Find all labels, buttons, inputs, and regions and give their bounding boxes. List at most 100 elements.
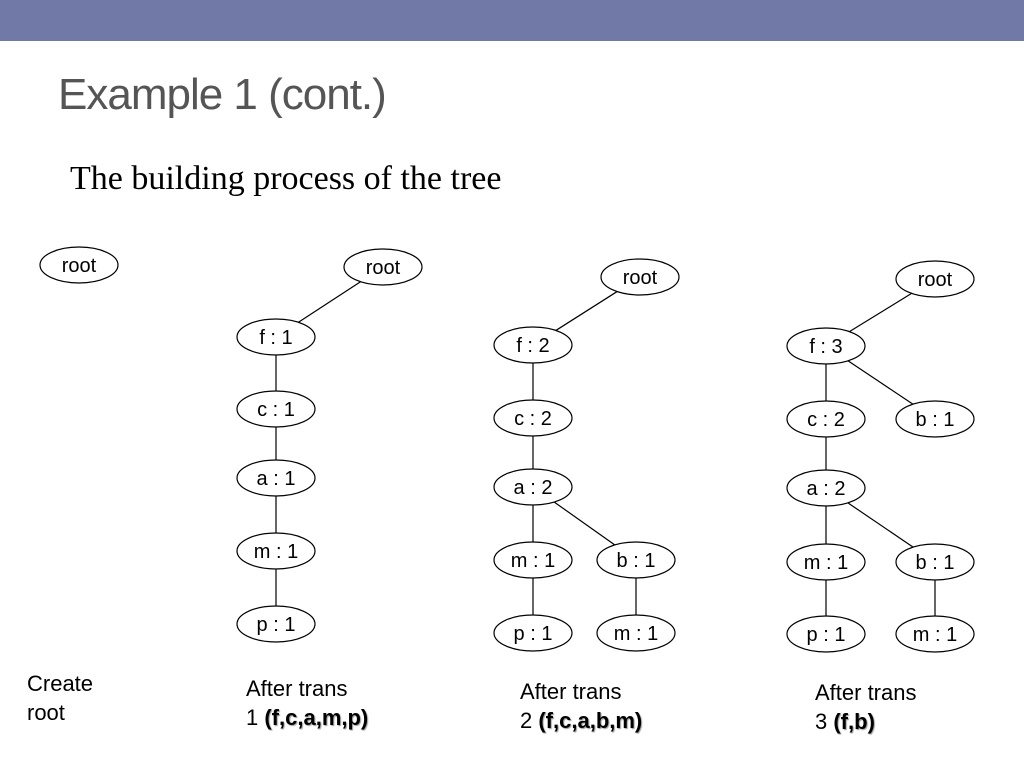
caption-line-2: 1 (f,c,a,m,p) bbox=[246, 703, 368, 732]
caption-line-1: After trans bbox=[815, 680, 917, 705]
node-label: a : 1 bbox=[257, 468, 296, 490]
tree-node-m2: m : 1 bbox=[895, 615, 975, 653]
node-label: m : 1 bbox=[614, 623, 658, 645]
slide-subtitle: The building process of the tree bbox=[70, 160, 502, 197]
tree-node-c: c : 2 bbox=[493, 399, 573, 437]
edge-f-b1 bbox=[847, 360, 914, 405]
caption-sequence: (f,c,a,m,p) bbox=[264, 705, 369, 730]
node-ellipse bbox=[39, 246, 119, 284]
tree-node-m: m : 1 bbox=[493, 541, 573, 579]
node-ellipse bbox=[600, 258, 680, 296]
node-ellipse bbox=[895, 400, 975, 438]
node-ellipse bbox=[236, 318, 316, 356]
node-label: root bbox=[366, 257, 401, 279]
edge-root-f bbox=[555, 291, 618, 331]
tree-node-f: f : 3 bbox=[786, 327, 866, 365]
node-ellipse bbox=[786, 400, 866, 438]
tree-node-b2: b : 1 bbox=[895, 543, 975, 581]
node-label: root bbox=[623, 267, 658, 289]
node-label: f : 1 bbox=[259, 327, 292, 349]
caption-line-2: root bbox=[27, 698, 93, 727]
node-label: c : 2 bbox=[807, 409, 845, 431]
tree-node-p: p : 1 bbox=[786, 615, 866, 653]
tree-node-b: b : 1 bbox=[596, 541, 676, 579]
caption-line-2: 3 (f,b) bbox=[815, 707, 916, 736]
tree-node-m2: m : 1 bbox=[596, 614, 676, 652]
tree-node-m: m : 1 bbox=[236, 532, 316, 570]
node-label: p : 1 bbox=[807, 624, 846, 646]
caption-prefix: root bbox=[27, 700, 65, 725]
tree-4: root f : 3 c : 2 b : 1 a : 2 m : 1 b : 1 p : 1 m… bbox=[786, 260, 975, 653]
node-label: root bbox=[918, 269, 953, 291]
tree-node-a: a : 1 bbox=[236, 459, 316, 497]
caption-create-root: Create root bbox=[27, 669, 93, 727]
node-ellipse bbox=[596, 541, 676, 579]
node-label: c : 2 bbox=[514, 408, 552, 430]
node-label: a : 2 bbox=[807, 478, 846, 500]
node-label: root bbox=[62, 255, 97, 277]
tree-node-c: c : 1 bbox=[236, 390, 316, 428]
tree-node-m: m : 1 bbox=[786, 543, 866, 581]
node-label: p : 1 bbox=[514, 623, 553, 645]
node-label: m : 1 bbox=[913, 624, 957, 646]
top-bar bbox=[0, 0, 1024, 41]
caption-line-1: After trans bbox=[520, 679, 622, 704]
slide-title: Example 1 (cont.) bbox=[58, 70, 387, 119]
node-ellipse bbox=[236, 390, 316, 428]
tree-node-root: root bbox=[600, 258, 680, 296]
node-label: p : 1 bbox=[257, 614, 296, 636]
tree-node-f: f : 2 bbox=[493, 326, 573, 364]
tree-node-p: p : 1 bbox=[236, 605, 316, 643]
node-ellipse bbox=[596, 614, 676, 652]
node-label: m : 1 bbox=[254, 541, 298, 563]
tree-node-a: a : 2 bbox=[493, 468, 573, 506]
tree-2: root f : 1 c : 1 a : 1 m : 1 p : 1 bbox=[236, 248, 423, 643]
node-ellipse bbox=[236, 605, 316, 643]
caption-prefix: 3 bbox=[815, 709, 834, 734]
node-ellipse bbox=[493, 326, 573, 364]
node-label: b : 1 bbox=[617, 550, 656, 572]
node-ellipse bbox=[895, 615, 975, 653]
node-ellipse bbox=[786, 327, 866, 365]
caption-line-1: After trans bbox=[246, 676, 348, 701]
node-ellipse bbox=[895, 260, 975, 298]
tree-node-root: root bbox=[895, 260, 975, 298]
tree-3: root f : 2 c : 2 a : 2 m : 1 b : 1 p : 1 m : 1 bbox=[493, 258, 680, 652]
node-ellipse bbox=[493, 614, 573, 652]
node-ellipse bbox=[236, 459, 316, 497]
caption-prefix: 1 bbox=[246, 705, 265, 730]
node-ellipse bbox=[786, 543, 866, 581]
node-ellipse bbox=[493, 468, 573, 506]
caption-line-1: Create bbox=[27, 671, 94, 696]
tree-node-root: root bbox=[343, 248, 423, 286]
tree-node-root: root bbox=[39, 246, 119, 284]
tree-node-c: c : 2 bbox=[786, 400, 866, 438]
node-ellipse bbox=[236, 532, 316, 570]
edge-a-b2 bbox=[847, 502, 914, 548]
node-ellipse bbox=[786, 615, 866, 653]
node-label: m : 1 bbox=[511, 550, 555, 572]
caption-sequence: (f,b) bbox=[833, 709, 875, 734]
tree-node-b1: b : 1 bbox=[895, 400, 975, 438]
edge-root-f bbox=[298, 281, 361, 323]
node-ellipse bbox=[895, 543, 975, 581]
caption-prefix: 2 bbox=[520, 708, 539, 733]
node-label: a : 2 bbox=[514, 477, 553, 499]
edge-root-f bbox=[849, 292, 912, 333]
node-ellipse bbox=[493, 541, 573, 579]
edge-a-b bbox=[553, 501, 616, 546]
tree-node-f: f : 1 bbox=[236, 318, 316, 356]
tree-1: root bbox=[39, 246, 119, 284]
caption-trans-3: After trans 3 (f,b) bbox=[815, 678, 916, 736]
tree-node-p: p : 1 bbox=[493, 614, 573, 652]
node-ellipse bbox=[493, 399, 573, 437]
caption-trans-1: After trans 1 (f,c,a,m,p) bbox=[246, 674, 368, 732]
node-label: m : 1 bbox=[804, 552, 848, 574]
node-label: f : 2 bbox=[516, 335, 549, 357]
caption-trans-2: After trans 2 (f,c,a,b,m) bbox=[520, 677, 642, 735]
caption-sequence: (f,c,a,b,m) bbox=[538, 708, 643, 733]
node-label: b : 1 bbox=[916, 409, 955, 431]
node-ellipse bbox=[786, 469, 866, 507]
node-label: f : 3 bbox=[809, 336, 842, 358]
